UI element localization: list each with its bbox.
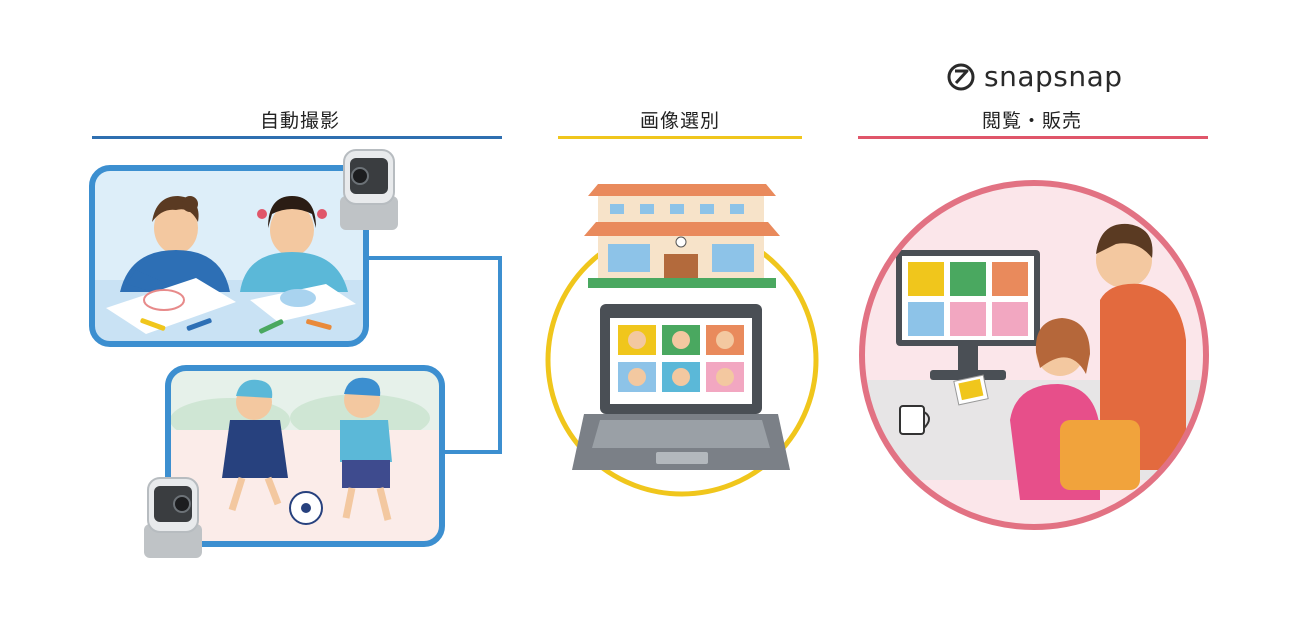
coffee-mug-icon — [899, 405, 930, 435]
brand-logo: snapsnap — [946, 60, 1123, 93]
section-title-auto-capture: 自動撮影 — [259, 110, 340, 132]
snapsnap-logo-icon — [946, 62, 976, 92]
section-title-view-sales: 閲覧・販売 — [981, 110, 1082, 132]
section-rule-view-sales — [858, 136, 1208, 139]
pan-tilt-camera-icon — [144, 477, 202, 558]
connector-lines — [366, 256, 862, 454]
panel-classroom-drawing — [89, 165, 369, 347]
panel-view-and-purchase — [859, 180, 1209, 530]
school-building-icon — [584, 184, 780, 288]
laptop-icon — [572, 304, 790, 470]
monitor-icon — [896, 250, 1040, 380]
brand-name: snapsnap — [984, 60, 1123, 93]
pan-tilt-camera-icon — [340, 149, 398, 230]
section-title-image-selection: 画像選別 — [639, 110, 720, 132]
panel-outdoor-soccer — [165, 365, 445, 547]
section-rule-auto-capture — [92, 136, 502, 139]
section-rule-image-selection — [558, 136, 802, 139]
